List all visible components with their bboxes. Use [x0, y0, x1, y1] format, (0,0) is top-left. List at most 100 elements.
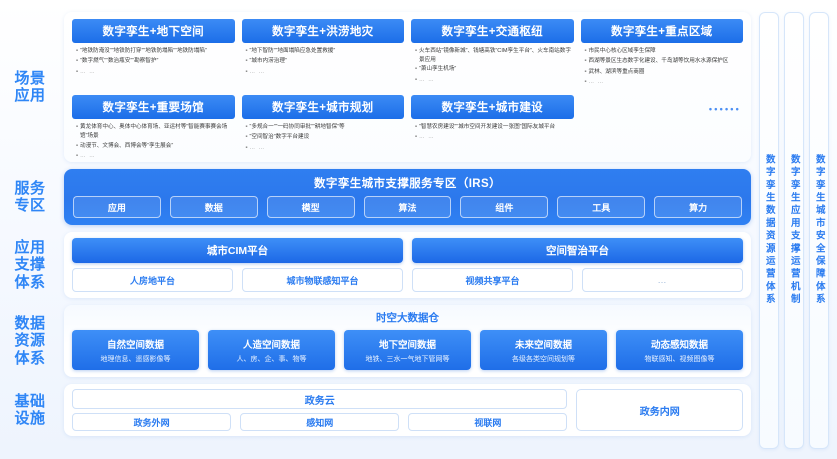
scenario-bullet: ▪“地铁防淹没”“地铁防打穿”“地铁防塌陷”“地铁防塌陷”: [74, 47, 233, 56]
scenario-card[interactable]: 数字孪生+地下空间▪“地铁防淹没”“地铁防打穿”“地铁防塌陷”“地铁防塌陷”▪“…: [72, 19, 235, 90]
scenario-row-bottom: 数字孪生+重要场馆▪黄龙体育中心、奥体中心体育场、亚运村等“智能赛事赛会场馆”场…: [72, 95, 743, 164]
platform-sub-card[interactable]: …: [582, 268, 743, 292]
scenario-card[interactable]: 数字孪生+重点区域▪市民中心核心区域孪生保障▪西湖等景区生态数字化建设、千岛湖等…: [580, 19, 743, 90]
scenario-card-title: 数字孪生+地下空间: [72, 19, 235, 43]
bullet-marker: ▪: [245, 144, 248, 151]
diagram-rows: 数字孪生+地下空间▪“地铁防淹没”“地铁防打穿”“地铁防塌陷”“地铁防塌陷”▪“…: [60, 0, 755, 459]
row-label-scenario: 场景应用: [14, 69, 46, 104]
scenario-bullet: ▪“城市内涝治理”: [244, 57, 403, 66]
pillar-column[interactable]: 数字孪生城市安全保障体系: [809, 12, 829, 449]
scenario-panel: 数字孪生+地下空间▪“地铁防淹没”“地铁防打穿”“地铁防塌陷”“地铁防塌陷”▪“…: [64, 12, 751, 162]
scenario-card-title: 数字孪生+交通枢纽: [411, 19, 574, 43]
app-support-panel: 城市CIM平台空间智治平台 人房地平台城市物联感知平台视频共享平台 …: [64, 232, 751, 298]
bullet-text: “空间智治”数字平台建设: [249, 134, 310, 141]
bullet-text: 西湖等景区生态数字化建设、千岛湖等饮用水水源保护区: [588, 58, 729, 65]
bullet-text: … …: [419, 134, 435, 141]
scenario-card[interactable]: 数字孪生+重要场馆▪黄龙体育中心、奥体中心体育场、亚运村等“智能赛事赛会场馆”场…: [72, 95, 235, 164]
scenario-card[interactable]: 数字孪生+洪涝地灾▪“地下智防”“地面塌陷应急处置救援”▪“城市内涝治理”▪… …: [241, 19, 405, 90]
service-zone-pill[interactable]: 应用: [73, 196, 161, 218]
network-box[interactable]: 政务外网: [72, 413, 232, 431]
bullet-text: “多规合一”“一码协同审批”“耕地智保”等: [249, 124, 345, 131]
data-card[interactable]: 人造空间数据人、房、企、事、物等: [208, 330, 335, 370]
scenario-bullet: ▪“智慧农房建设”“城市空间开发建设一张图”国际友城平台: [413, 123, 572, 132]
data-card[interactable]: 动态感知数据物联感知、视频图像等: [616, 330, 743, 370]
network-box[interactable]: 视联网: [408, 413, 568, 431]
platform-sub-row: 人房地平台城市物联感知平台视频共享平台 …: [72, 268, 743, 292]
platform-sub-card[interactable]: 视频共享平台: [412, 268, 573, 292]
data-card[interactable]: 未来空间数据各级各类空间规划等: [480, 330, 607, 370]
bullet-marker: ▪: [414, 134, 418, 141]
scenario-bullet: ▪动漫节、文博会、西博会等“孪生展会”: [74, 142, 233, 151]
bullet-marker: ▪: [414, 76, 418, 83]
bullet-text: … …: [249, 68, 266, 75]
bullet-marker: ▪: [245, 124, 248, 131]
data-card-subtitle: 地铁、三水一气地下管网等: [365, 355, 450, 363]
bullet-marker: ▪: [75, 58, 79, 65]
data-card-title: 自然空间数据: [106, 339, 164, 351]
bullet-marker: ▪: [245, 68, 248, 75]
service-zone-pill[interactable]: 工具: [557, 196, 646, 218]
scenario-card-title: 数字孪生+洪涝地灾: [241, 19, 404, 43]
bullet-marker: ▪: [75, 142, 79, 149]
scenario-bullet: ▪… …: [413, 76, 572, 85]
data-resource-panel: 时空大数据仓 自然空间数据地理信息、遥感影像等人造空间数据人、房、企、事、物等地…: [64, 305, 751, 377]
ellipsis-dots: ••••••: [708, 104, 741, 114]
scenario-bullet: ▪… …: [244, 144, 403, 153]
service-zone-pill[interactable]: 算力: [654, 196, 743, 218]
pillar-label: 数字孪生应用支撑运营机制: [788, 154, 800, 307]
platform-card[interactable]: 空间智治平台: [412, 238, 743, 264]
scenario-bullet: ▪… …: [244, 68, 403, 77]
platform-card[interactable]: 城市CIM平台: [72, 238, 403, 264]
data-card-title: 未来空间数据: [514, 339, 572, 351]
service-zone-panel: 数字孪生城市支撑服务专区（IRS） 应用数据模型算法组件工具算力: [64, 169, 751, 225]
service-zone-pill[interactable]: 算法: [363, 196, 452, 218]
service-zone-pill[interactable]: 模型: [266, 196, 355, 218]
data-card[interactable]: 自然空间数据地理信息、遥感影像等: [72, 330, 199, 370]
data-card[interactable]: 地下空间数据地铁、三水一气地下管网等: [344, 330, 471, 370]
bullet-marker: ▪: [245, 48, 248, 54]
service-zone-pill[interactable]: 组件: [460, 196, 549, 218]
bullet-text: … …: [80, 68, 96, 75]
pillar-column: 数字孪生数据资源运营体系 数字孪生应用支撑运营机制数字孪生城市安全保障体系: [755, 0, 837, 459]
scenario-card-body: ▪“多规合一”“一码协同审批”“耕地智保”等▪“空间智治”数字平台建设▪… …: [242, 119, 405, 164]
scenario-bullet: ▪“空间智治”数字平台建设: [244, 133, 403, 142]
data-card-row: 自然空间数据地理信息、遥感影像等人造空间数据人、房、企、事、物等地下空间数据地铁…: [72, 330, 743, 370]
bullet-marker: ▪: [75, 124, 79, 131]
scenario-bullet: ▪… …: [74, 152, 233, 161]
data-resource-row: 时空大数据仓 自然空间数据地理信息、遥感影像等人造空间数据人、房、企、事、物等地…: [64, 305, 751, 377]
scenario-card-body: ▪“地下智防”“地面塌陷应急处置救援”▪“城市内涝治理”▪… …: [242, 43, 405, 90]
network-row: 政务外网感知网视联网: [72, 413, 568, 431]
scenario-card[interactable]: 数字孪生+交通枢纽▪火车西站“镜像新城”、钱塘高铁“CIM孪生平台”、火车南站数…: [411, 19, 574, 90]
bullet-text: 黄龙体育中心、奥体中心体育场、亚运村等“智能赛事赛会场馆”场景: [80, 124, 228, 139]
pillar-column[interactable]: 数字孪生应用支撑运营机制: [784, 12, 804, 449]
platform-sub-card[interactable]: 城市物联感知平台: [242, 268, 403, 292]
infrastructure-left: 政务云 政务外网感知网视联网: [72, 389, 568, 431]
bullet-text: … …: [588, 78, 605, 85]
scenario-card-body: ▪黄龙体育中心、奥体中心体育场、亚运村等“智能赛事赛会场馆”场景▪动漫节、文博会…: [72, 119, 235, 164]
bullet-marker: ▪: [584, 48, 587, 54]
bullet-text: … …: [419, 76, 435, 83]
scenario-bullet: ▪“地下智防”“地面塌陷应急处置救援”: [244, 47, 403, 56]
bullet-marker: ▪: [414, 66, 418, 73]
bullet-marker: ▪: [584, 78, 587, 85]
scenario-card[interactable]: 数字孪生+城市规划▪“多规合一”“一码协同审批”“耕地智保”等▪“空间智治”数字…: [241, 95, 405, 164]
bullet-marker: ▪: [75, 152, 79, 159]
infrastructure-panel: 政务云 政务外网感知网视联网 政务内网: [64, 384, 751, 436]
bullet-marker: ▪: [75, 68, 79, 75]
bullet-text: 动漫节、文博会、西博会等“孪生展会”: [80, 142, 174, 149]
scenario-card-body: ▪火车西站“镜像新城”、钱塘高铁“CIM孪生平台”、火车南站数字景应用▪“萧山孪…: [411, 43, 574, 90]
platform-main-row: 城市CIM平台空间智治平台: [72, 238, 743, 264]
app-support-row: 城市CIM平台空间智治平台 人房地平台城市物联感知平台视频共享平台 …: [64, 232, 751, 298]
gov-cloud-bar[interactable]: 政务云: [72, 389, 568, 409]
scenario-card[interactable]: 数字孪生+城市建设▪“智慧农房建设”“城市空间开发建设一张图”国际友城平台▪… …: [411, 95, 574, 164]
bullet-text: 火车西站“镜像新城”、钱塘高铁“CIM孪生平台”、火车南站数字景应用: [419, 48, 571, 63]
pillar-label: 数字孪生数据资源运营体系: [763, 154, 775, 307]
network-box[interactable]: 感知网: [240, 413, 400, 431]
platform-sub-card[interactable]: 人房地平台: [72, 268, 233, 292]
gov-intranet-box[interactable]: 政务内网: [576, 389, 743, 431]
data-warehouse-title: 时空大数据仓: [376, 312, 439, 324]
pillar-column[interactable]: 数字孪生数据资源运营体系: [759, 12, 779, 449]
service-zone-pill[interactable]: 数据: [169, 196, 258, 218]
service-zone-pills: 应用数据模型算法组件工具算力: [73, 196, 743, 218]
